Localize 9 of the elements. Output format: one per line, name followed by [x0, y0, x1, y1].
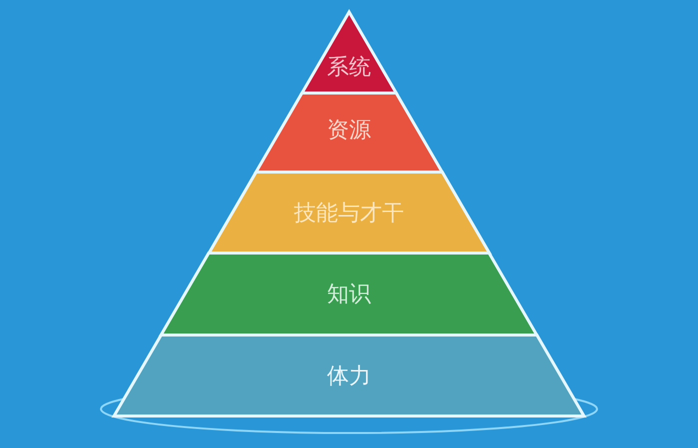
- pyramid-tier: [206, 170, 492, 255]
- tier-label: 技能与才干: [294, 202, 404, 224]
- pyramid-tier: [254, 91, 444, 174]
- pyramid-tier: [159, 251, 539, 337]
- tier-label: 资源: [326, 119, 371, 141]
- tier-label: 知识: [326, 283, 371, 305]
- pyramid-tier: [112, 333, 586, 418]
- tier-label: 体力: [327, 364, 371, 386]
- tier-label: 系统: [326, 56, 371, 78]
